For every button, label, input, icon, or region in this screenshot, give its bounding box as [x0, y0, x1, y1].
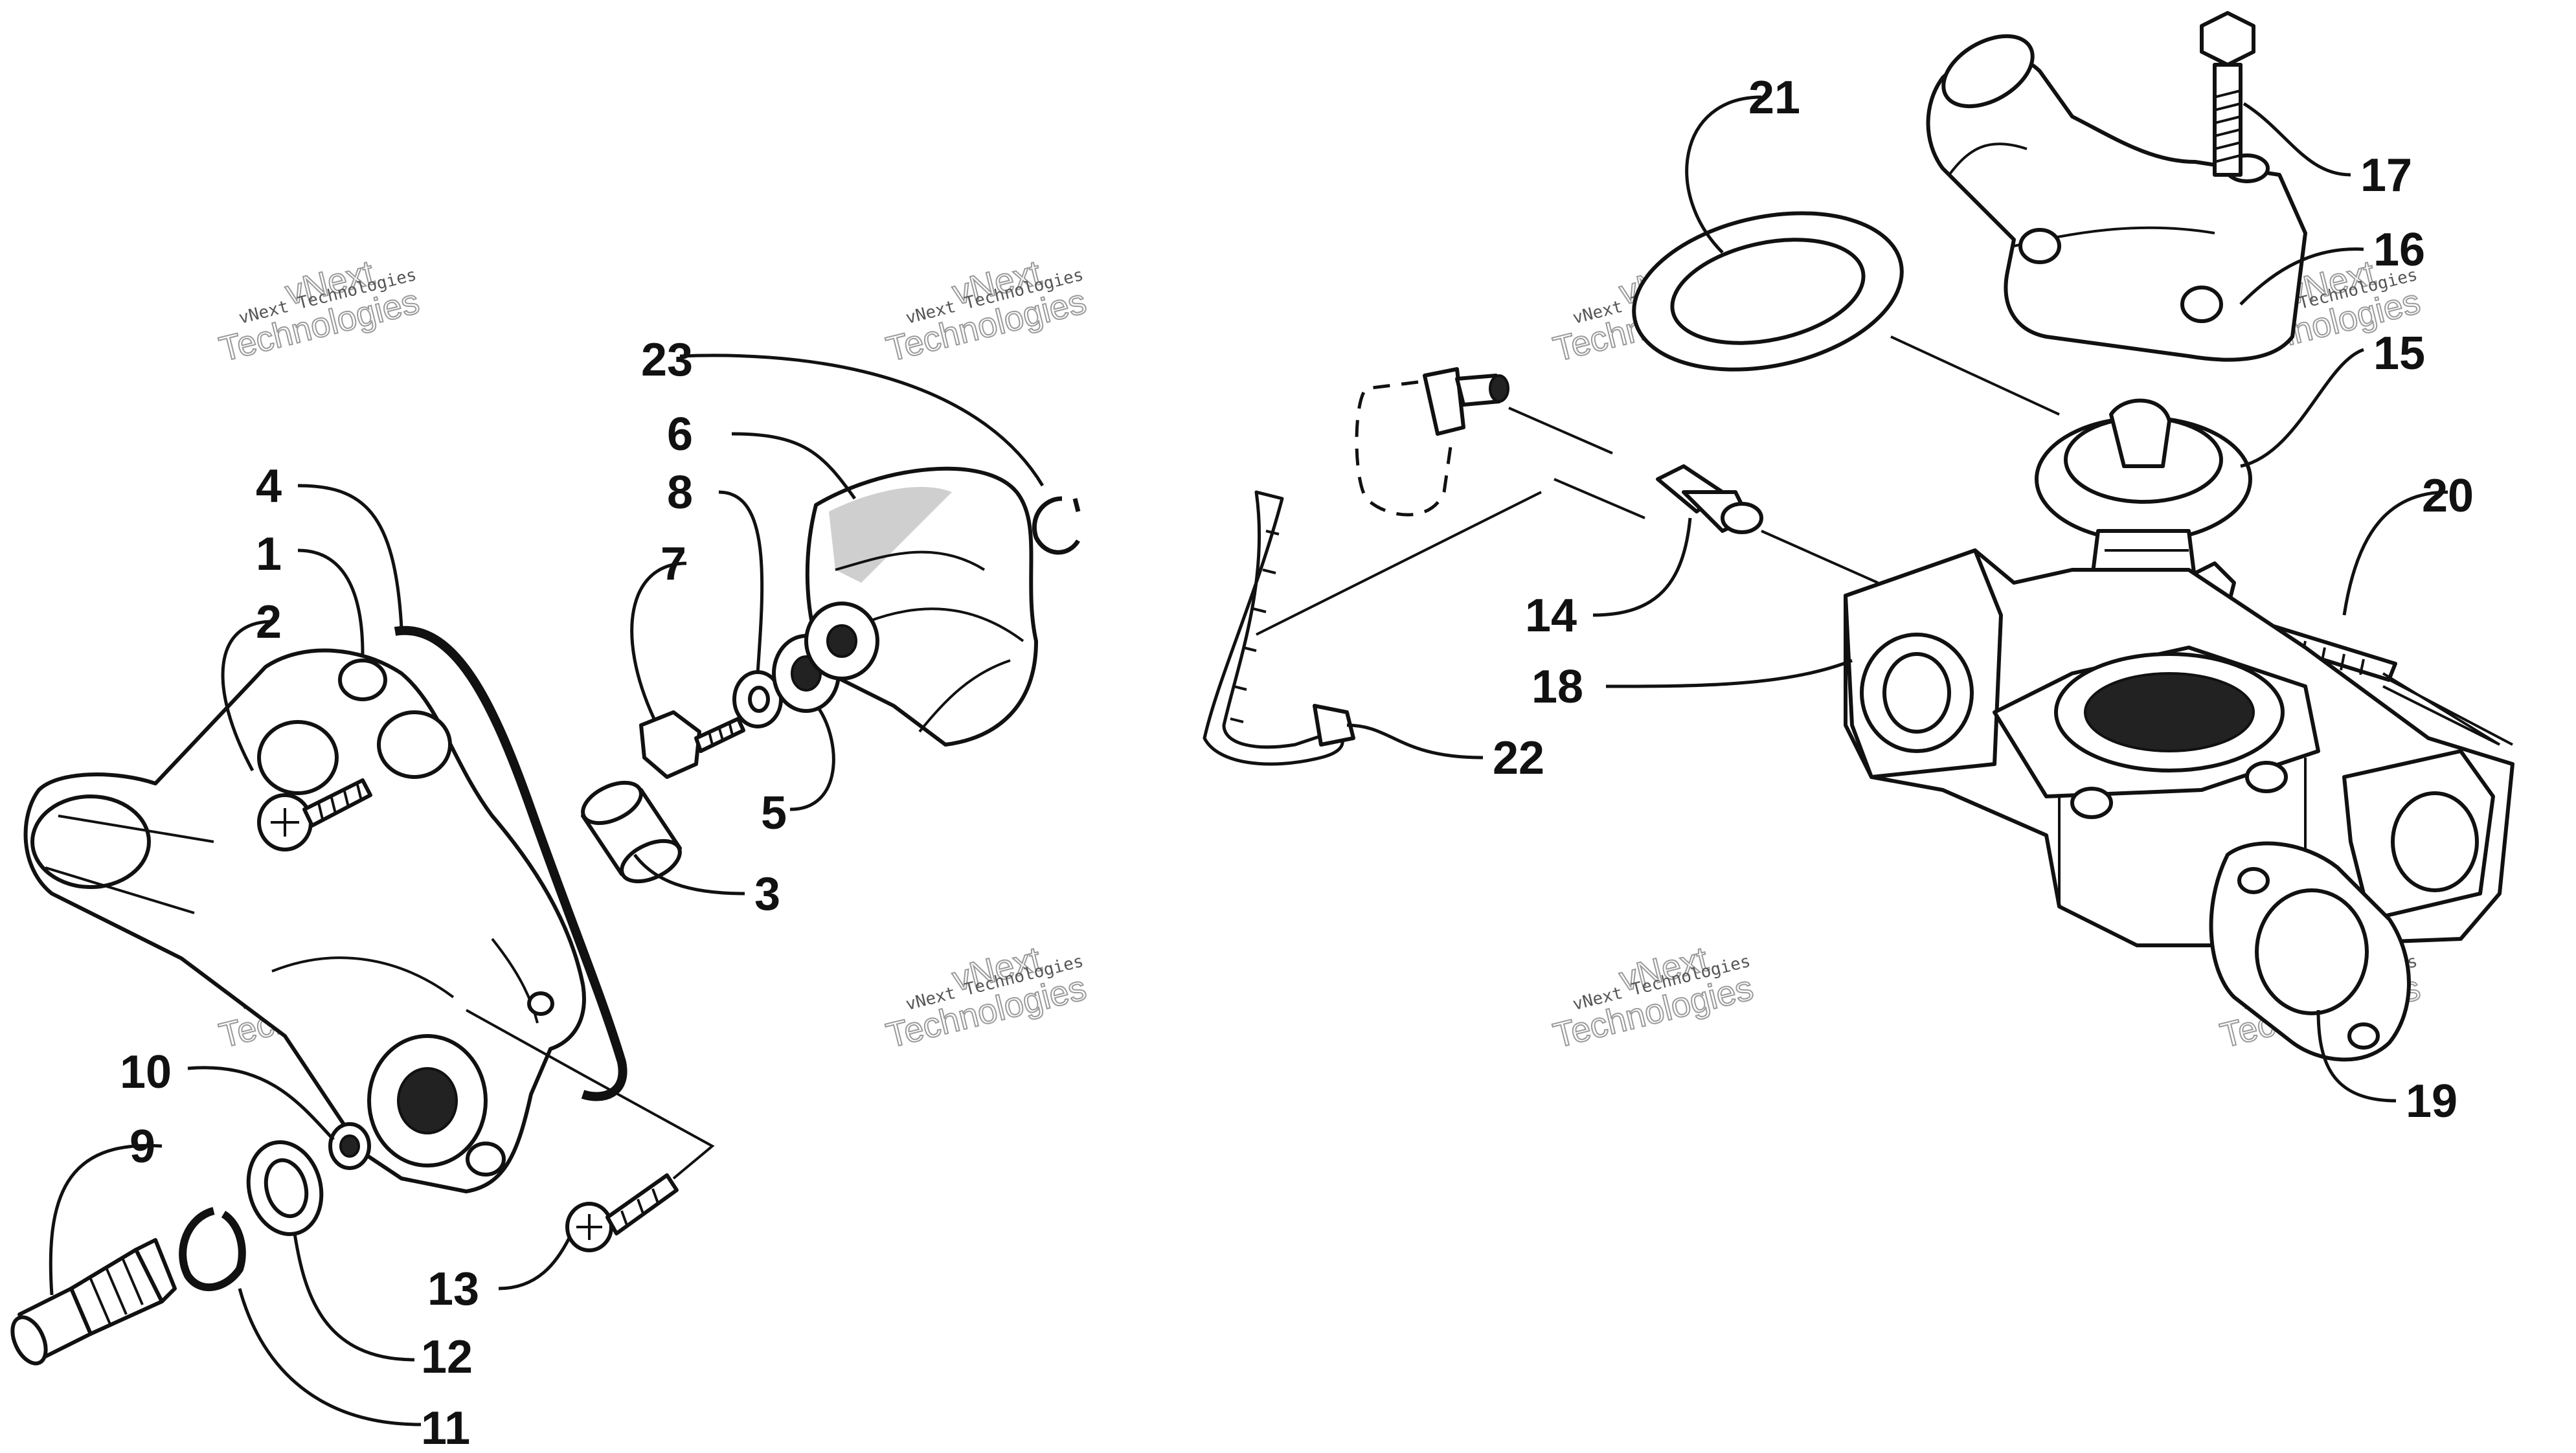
callout-15: 15	[2373, 328, 2425, 379]
callout-7: 7	[661, 538, 686, 590]
leader-lines	[49, 95, 2448, 1426]
callout-4: 4	[256, 460, 282, 512]
callout-20: 20	[2422, 470, 2474, 522]
part-3-bushing	[581, 780, 682, 884]
part-23-circlip	[1032, 496, 1081, 555]
part-10-washer	[328, 1122, 371, 1170]
assembly-line-left	[466, 1009, 715, 1180]
callout-13: 13	[427, 1263, 479, 1315]
callout-labels: 1 2 3 4 5 6 7 8 9 10 11 12 13 14 15 16 1…	[120, 72, 2474, 1453]
callout-22: 22	[1493, 732, 1544, 784]
callout-23: 23	[641, 334, 693, 386]
part-9-drain-plug	[10, 1238, 177, 1366]
callout-21: 21	[1748, 72, 1800, 124]
watermark-2: Technologies vNext vNext Technologies	[882, 253, 1090, 370]
callout-8: 8	[667, 467, 693, 519]
assembly-lines-right	[1256, 335, 2513, 746]
callout-6: 6	[667, 409, 693, 460]
callout-1: 1	[256, 528, 282, 580]
callout-10: 10	[120, 1046, 172, 1098]
part-16-housing-cover	[1926, 34, 2307, 362]
callout-18: 18	[1531, 661, 1583, 713]
part-14-fitting	[1656, 464, 1763, 534]
breather-hose	[1355, 367, 1509, 517]
part-12-washer	[246, 1140, 324, 1236]
callout-5: 5	[761, 787, 787, 839]
part-17-bolt	[2200, 11, 2255, 177]
watermark-7: Technologies vNext vNext Technologies	[1549, 939, 1757, 1056]
part-13-screw	[565, 1173, 679, 1252]
part-19-gasket	[2209, 841, 2411, 1062]
watermark-6: Technologies vNext vNext Technologies	[882, 939, 1090, 1056]
part-7-bolt	[639, 710, 745, 779]
part-21-gasket	[1632, 211, 1904, 372]
part-18-housing-body	[1844, 548, 2514, 947]
part-2-screw	[257, 778, 372, 851]
part-4-gasket	[394, 625, 627, 1101]
callout-17: 17	[2360, 150, 2412, 201]
callout-9: 9	[130, 1121, 155, 1173]
callout-14: 14	[1525, 590, 1577, 642]
callout-19: 19	[2406, 1076, 2457, 1127]
callout-11: 11	[421, 1402, 470, 1453]
watermark-1: Technologies vNext vNext Technologies	[215, 253, 424, 370]
callout-3: 3	[754, 868, 780, 920]
callout-2: 2	[256, 596, 282, 648]
part-1-pump-housing	[23, 648, 586, 1193]
part-8-washer	[732, 670, 783, 728]
callout-12: 12	[421, 1331, 473, 1383]
callout-16: 16	[2373, 224, 2425, 276]
part-11-lockwasher	[179, 1207, 246, 1291]
part-6-impeller	[804, 466, 1038, 747]
part-22-strap	[1203, 490, 1355, 766]
